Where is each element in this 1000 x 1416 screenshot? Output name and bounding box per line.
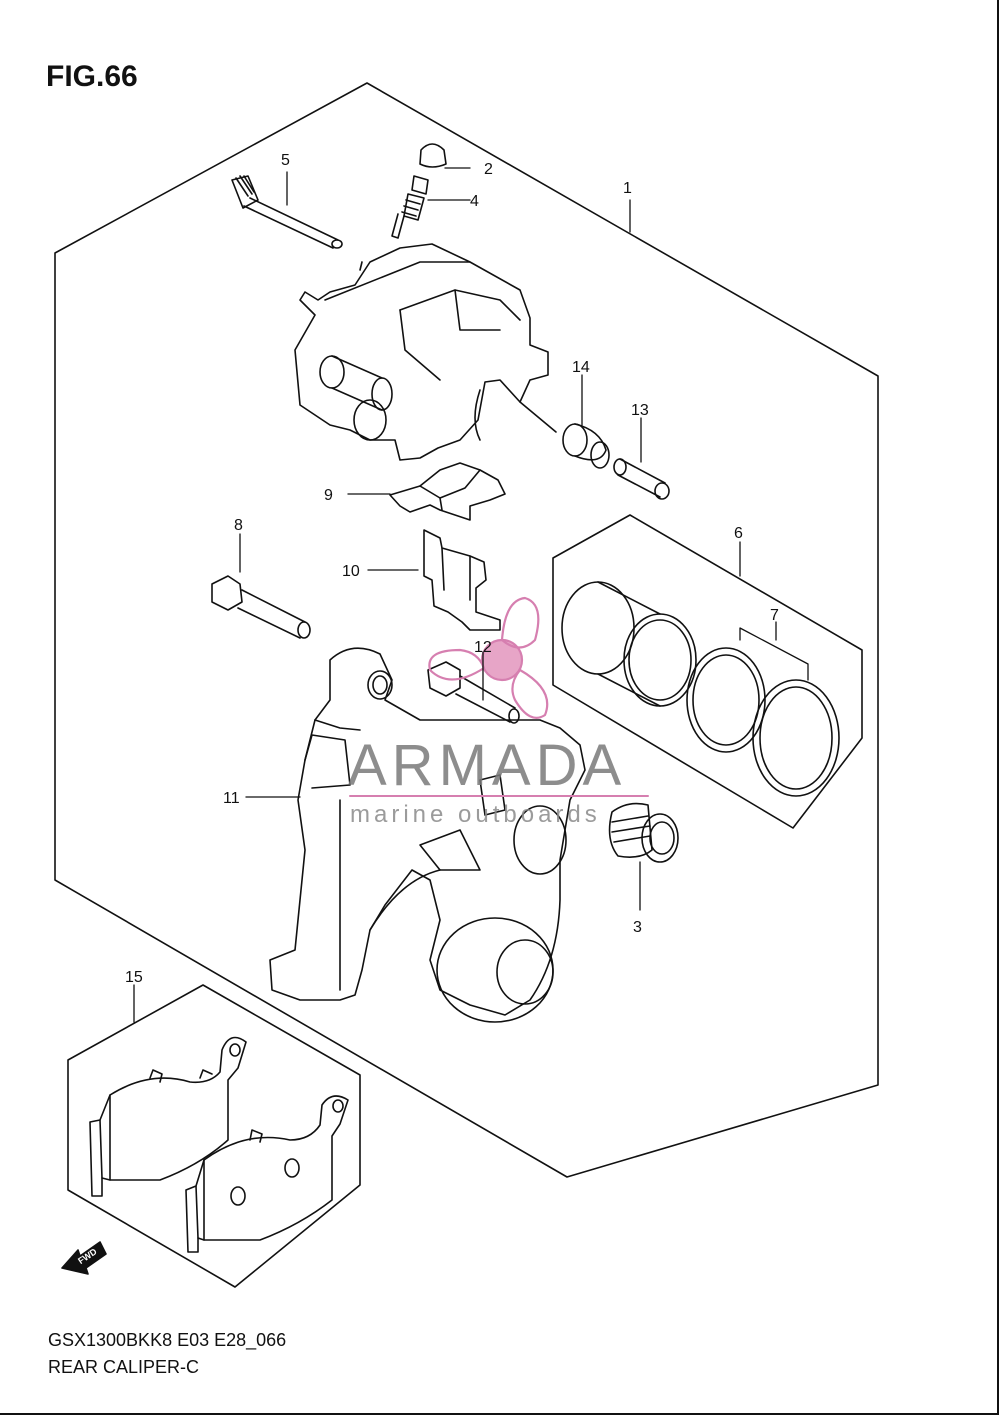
callout-8: 8 <box>234 517 243 534</box>
leader-lines <box>133 167 809 1023</box>
caliper-body <box>294 243 557 461</box>
callout-12: 12 <box>474 639 492 656</box>
callout-11: 11 <box>223 790 240 807</box>
part-3-boot <box>608 802 679 863</box>
part-10-retainer <box>423 529 501 631</box>
callout-2: 2 <box>484 161 493 178</box>
callout-5: 5 <box>281 152 290 169</box>
figure-title: FIG.66 <box>46 60 138 93</box>
part-11-bracket <box>269 647 586 1023</box>
callout-10: 10 <box>342 563 360 580</box>
part-8-bolt <box>211 575 311 639</box>
callout-3: 3 <box>633 919 642 936</box>
piston-kit-outline <box>552 514 863 829</box>
watermark-tagline: marine outboards <box>350 801 601 828</box>
figure-code: GSX1300BKK8 E03 E28_066 <box>48 1330 287 1350</box>
part-4-bleeder <box>391 175 429 239</box>
callout-9: 9 <box>324 487 333 504</box>
part-9-pad-spring <box>389 462 506 521</box>
part-13-sleeve <box>613 458 670 500</box>
part-15-brake-pads <box>89 1036 349 1253</box>
part-6-piston <box>561 581 697 707</box>
callout-13: 13 <box>631 402 649 419</box>
watermark-brand: ARMADA <box>348 733 626 798</box>
callout-4: 4 <box>470 193 479 210</box>
part-7-seals <box>686 647 840 797</box>
callout-7: 7 <box>770 607 779 624</box>
assembly-outline <box>54 82 879 1178</box>
part-12-bolt <box>427 661 520 724</box>
callout-14: 14 <box>572 359 590 376</box>
callout-15: 15 <box>125 969 143 986</box>
callout-1: 1 <box>623 180 632 197</box>
fwd-arrow-icon: FWD <box>61 1241 107 1275</box>
pad-set-outline <box>67 984 361 1288</box>
part-5-slide-pin <box>231 175 343 249</box>
figure-name: REAR CALIPER-C <box>48 1357 200 1377</box>
part-14-boot <box>562 423 610 469</box>
callout-6: 6 <box>734 525 743 542</box>
part-2-cap <box>419 143 447 168</box>
watermark-propeller-icon <box>428 596 549 719</box>
